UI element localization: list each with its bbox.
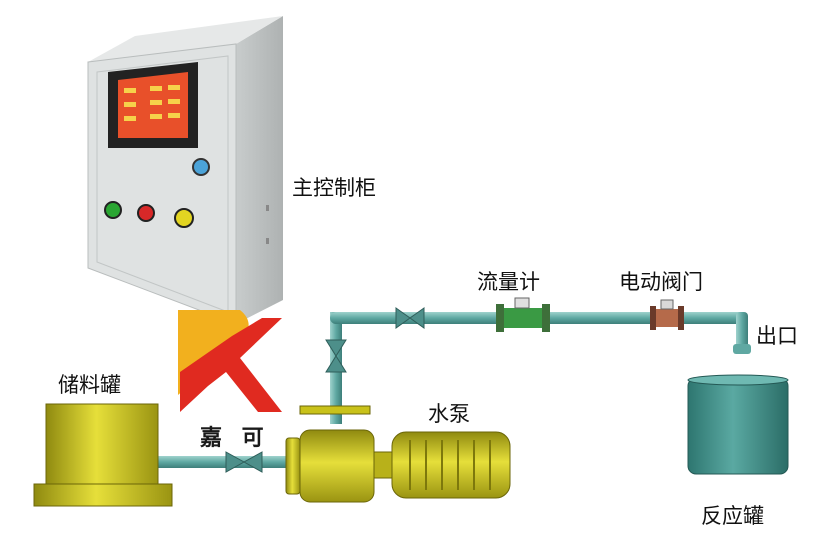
start-button-icon [104, 201, 122, 219]
storage-tank [33, 403, 173, 507]
flow-meter-label: 流量计 [477, 270, 540, 294]
control-cabinet [87, 16, 283, 325]
cabinet-side [236, 16, 283, 324]
cabinet-top [88, 16, 283, 62]
pump-motor [391, 431, 511, 499]
flow-meter [496, 297, 550, 332]
inlet-pipe [150, 456, 300, 468]
reaction-tank [687, 374, 789, 475]
outlet-pipe [736, 312, 748, 352]
reaction-tank-label: 反应罐 [701, 504, 764, 528]
outlet-nozzle [733, 344, 751, 354]
electric-valve-label: 电动阀门 [619, 270, 703, 294]
hinge-top [266, 205, 269, 211]
hinge-bottom [266, 238, 269, 244]
water-pump-label: 水泵 [428, 402, 470, 426]
motor-fins [409, 440, 491, 490]
pump-outlet-flange [299, 405, 371, 415]
brand-logo [178, 310, 282, 412]
storage-tank-label: 储料罐 [58, 373, 121, 397]
inlet-valve [225, 451, 263, 473]
pump-coupling [373, 451, 393, 479]
pump-inlet-flange [285, 437, 301, 495]
reset-button-icon [174, 208, 194, 228]
main-line-valve [395, 307, 425, 329]
stop-button-icon [137, 204, 155, 222]
hmi-indicators [124, 85, 180, 121]
logo-red-k [180, 318, 282, 412]
pump-housing [299, 429, 375, 503]
water-pump [285, 405, 511, 503]
indicator-light-icon [192, 158, 210, 176]
electric-valve [650, 299, 684, 330]
outlet-label: 出口 [756, 324, 798, 348]
brand-name: 嘉 可 [200, 426, 270, 451]
riser-valve [325, 339, 347, 373]
control-cabinet-label: 主控制柜 [292, 176, 376, 200]
